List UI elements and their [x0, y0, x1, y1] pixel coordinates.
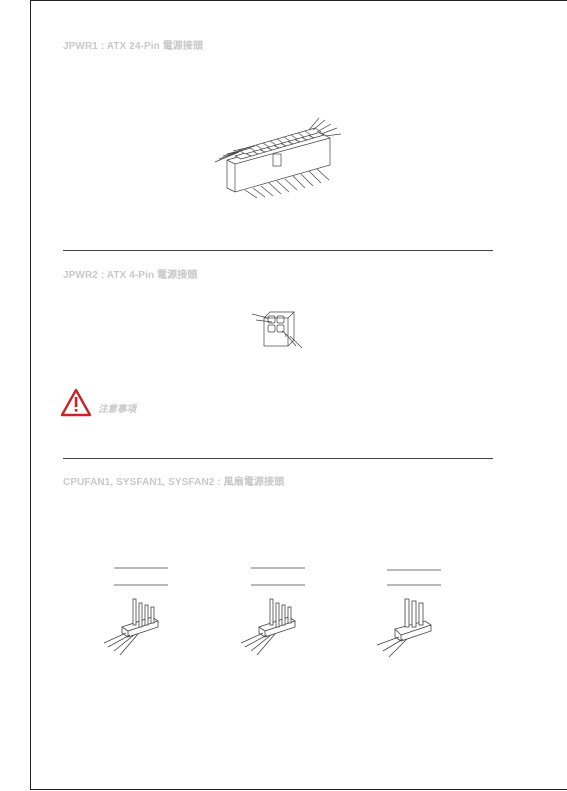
page-frame-bottom	[30, 789, 567, 790]
cpufan-4pin-connector-diagram	[103, 567, 168, 656]
section-divider-2	[63, 458, 493, 459]
jpwr2-heading: JPWR2 : ATX 4-Pin 電源接頭	[63, 270, 198, 281]
section-divider-1	[63, 250, 493, 251]
sysfan1-4pin-connector-diagram	[240, 567, 305, 656]
atx-4pin-connector-diagram	[251, 311, 303, 349]
caution-block	[61, 388, 92, 417]
sysfan2-3pin-connector-diagram	[376, 569, 441, 658]
caution-label: 注意事項	[98, 404, 137, 415]
atx-24pin-connector-diagram	[214, 117, 342, 199]
warning-triangle-icon	[61, 388, 92, 417]
fans-heading: CPUFAN1, SYSFAN1, SYSFAN2 : 風扇電源接頭	[63, 477, 285, 488]
page-frame-top	[30, 0, 567, 1]
jpwr1-heading: JPWR1 : ATX 24-Pin 電源接頭	[63, 41, 204, 52]
page-frame-left	[30, 0, 31, 789]
